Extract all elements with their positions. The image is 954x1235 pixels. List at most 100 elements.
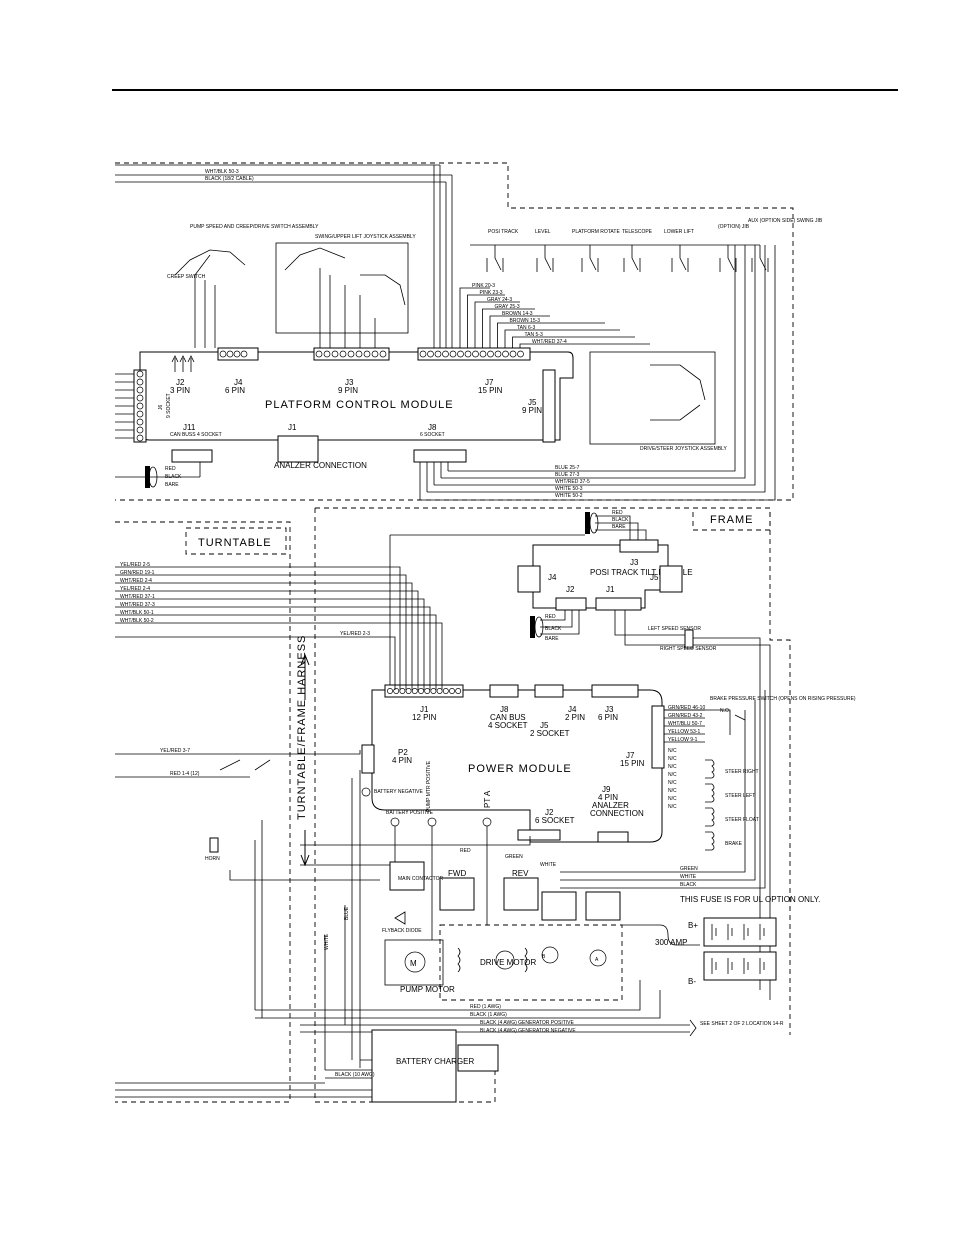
svg-text:BRAKE PRESSURE SWITCH (OPENS O: BRAKE PRESSURE SWITCH (OPENS ON RISING P…: [710, 696, 856, 702]
svg-text:WHITE: WHITE: [324, 933, 330, 950]
connector-j3: J3 9 PIN: [313, 347, 390, 395]
wire: [512, 336, 635, 348]
svg-text:WHITE: WHITE: [680, 874, 697, 880]
frame-feed-wires: GREEN WHITE BLACK: [560, 690, 766, 889]
wire-label: TAN 6-3: [517, 325, 535, 331]
svg-text:POSI TRACK TILT MODULE: POSI TRACK TILT MODULE: [590, 568, 693, 577]
battery-cell: [759, 958, 765, 974]
wire: [115, 590, 419, 690]
wire-label: PINK 20-3: [472, 283, 495, 289]
connector-pin: [509, 350, 517, 358]
svg-text:BLACK: BLACK: [612, 517, 629, 523]
wire: [115, 622, 443, 690]
svg-text:REV: REV: [512, 869, 529, 878]
svg-text:RED: RED: [612, 510, 623, 516]
connector-pin: [472, 350, 479, 358]
svg-text:GREEN: GREEN: [505, 854, 523, 860]
svg-text:6 PIN: 6 PIN: [225, 386, 245, 395]
switch-symbol: [759, 245, 767, 271]
svg-text:300 AMP: 300 AMP: [655, 938, 687, 947]
svg-text:PUMP MOTOR: PUMP MOTOR: [400, 985, 455, 994]
svg-text:6 PIN: 6 PIN: [598, 713, 618, 722]
svg-text:DRIVE MOTOR: DRIVE MOTOR: [480, 958, 537, 967]
switch-terminal: [536, 258, 554, 272]
battery-cell: [711, 924, 717, 940]
connector-pin: [464, 350, 472, 358]
platform-switches: POSI TRACK LEVEL PLATFORM ROTATE TELESCO…: [470, 218, 823, 272]
svg-text:2 SOCKET: 2 SOCKET: [530, 729, 570, 738]
drive-motor-group: DRIVE MOTOR B A: [439, 924, 623, 1001]
swing-lift-joystick: SWING/UPPER LIFT JOYSTICK ASSEMBLY: [275, 234, 416, 348]
connector-pin: [387, 688, 393, 694]
svg-text:J4: J4: [568, 705, 577, 714]
connector-pin: [393, 688, 400, 694]
svg-text:LEFT SPEED SENSOR: LEFT SPEED SENSOR: [648, 626, 701, 632]
switch-terminal: [581, 258, 599, 272]
wire: [467, 294, 505, 348]
svg-text:J4: J4: [234, 378, 243, 387]
wire-label: YELLOW 9-1: [668, 737, 698, 743]
wire: [482, 308, 535, 348]
wire-label: GRN/RED 46-10: [668, 705, 705, 711]
wire-label: TAN 5-3: [525, 332, 543, 338]
connector-pin: [405, 688, 412, 694]
connector-j2: J2 3 PIN: [170, 355, 195, 395]
connector-pin: [136, 418, 144, 426]
bottom-power-wires: RED (1 AWG) BLACK (1 AWG) BLACK (4 AWG) …: [255, 980, 784, 1037]
svg-text:BLACK: BLACK: [545, 626, 562, 632]
svg-text:AUX (OPTION SIDE) SWING JIB: AUX (OPTION SIDE) SWING JIB: [748, 218, 823, 224]
svg-text:RED (1 AWG): RED (1 AWG): [470, 1004, 501, 1010]
connector-pin: [430, 688, 437, 694]
connector-pin: [449, 350, 457, 358]
wire-label: WHT/BLK 50-2: [120, 618, 154, 624]
svg-text:MAIN CONTACTOR: MAIN CONTACTOR: [398, 876, 443, 882]
wire-label: N/C: [668, 764, 677, 770]
connector-pin: [136, 434, 144, 442]
svg-text:BARE: BARE: [165, 482, 179, 488]
platform-module-title: PLATFORM CONTROL MODULE: [265, 399, 454, 411]
svg-text:POWER MODULE: POWER MODULE: [468, 763, 572, 775]
connector-pin: [339, 350, 347, 358]
wire-label: N/C: [668, 748, 677, 754]
svg-text:RED: RED: [165, 466, 176, 472]
j8-wires: BLUE 25-7 BLUE 27-3 WHT/RED 37-5 WHITE 5…: [419, 245, 776, 501]
svg-text:J3: J3: [605, 705, 614, 714]
wire-label: GRN/RED 43-2: [668, 713, 703, 719]
wire: [519, 343, 650, 348]
svg-text:GREEN: GREEN: [680, 866, 698, 872]
wire: [504, 329, 620, 348]
svg-text:M: M: [410, 959, 417, 968]
svg-text:9 PIN: 9 PIN: [522, 406, 542, 415]
svg-text:PT A: PT A: [483, 790, 492, 808]
connector-pin: [136, 370, 144, 378]
wire-label: N/C: [668, 796, 677, 802]
svg-text:J1: J1: [288, 423, 297, 432]
svg-text:J9: J9: [602, 785, 611, 794]
wire: [115, 574, 407, 690]
svg-text:2 PIN: 2 PIN: [565, 713, 585, 722]
connector-j4: J4 6 PIN: [217, 347, 259, 395]
platform-section: WHT/BLK 50-3 BLACK (18/2 CABLE) PLATFORM…: [115, 162, 823, 501]
svg-text:15 PIN: 15 PIN: [478, 386, 503, 395]
connector-pin: [323, 350, 331, 358]
connector-pin: [494, 350, 502, 358]
wire: [474, 301, 520, 348]
connector-pin: [363, 350, 371, 358]
battery-cell: [743, 924, 749, 940]
svg-text:BLUE: BLUE: [344, 906, 350, 920]
connector-pin: [379, 350, 387, 358]
connector-pin: [442, 688, 449, 694]
posi-track-module: POSI TRACK TILT MODULE J3 J4 J5 J2 J1: [517, 539, 693, 611]
svg-text:CAN BUSS 4 SOCKET: CAN BUSS 4 SOCKET: [170, 432, 222, 438]
svg-text:BLACK (4 AWG) GENERATOR NEGATI: BLACK (4 AWG) GENERATOR NEGATIVE: [480, 1028, 576, 1034]
solenoid-coil: [705, 807, 715, 827]
wire-label: N/C: [668, 780, 677, 786]
svg-text:YEL/RED 2-3: YEL/RED 2-3: [340, 631, 370, 637]
svg-text:PLATFORM ROTATE: PLATFORM ROTATE: [572, 229, 620, 235]
switch-symbol: [727, 245, 735, 271]
connector-pin: [517, 350, 524, 358]
svg-text:J2: J2: [545, 808, 554, 817]
svg-text:WHITE: WHITE: [540, 862, 557, 868]
